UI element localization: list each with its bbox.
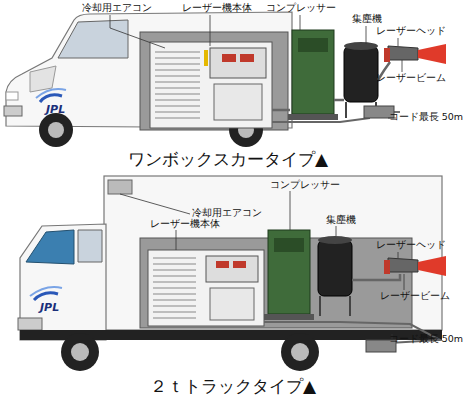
logo-text: JPL	[46, 104, 65, 117]
part-label: 集塵機	[326, 215, 356, 226]
part-label: レーザービーム	[376, 73, 446, 84]
part-label: 集塵機	[352, 14, 382, 25]
van	[4, 12, 446, 147]
part-label: レーザー機本体	[150, 219, 220, 230]
part-label: コンプレッサー	[266, 3, 336, 14]
part-label: コード最長 50m	[389, 334, 463, 345]
logo-text: JPL	[40, 302, 59, 315]
part-label: レーザービーム	[380, 291, 450, 302]
type-caption: ２ｔトラックタイプ▲	[150, 377, 316, 397]
type-caption: ワンボックスカータイプ▲	[128, 150, 328, 170]
part-label: 冷却用エアコン	[82, 3, 152, 14]
part-label: コンプレッサー	[270, 180, 340, 191]
part-label: レーザー機本体	[182, 3, 252, 14]
part-label: 冷却用エアコン	[192, 208, 262, 219]
part-label: コード最長 50m	[389, 112, 463, 123]
part-label: レーザーヘッド	[376, 26, 446, 37]
part-label: レーザーヘッド	[376, 240, 446, 251]
truck	[18, 176, 446, 371]
